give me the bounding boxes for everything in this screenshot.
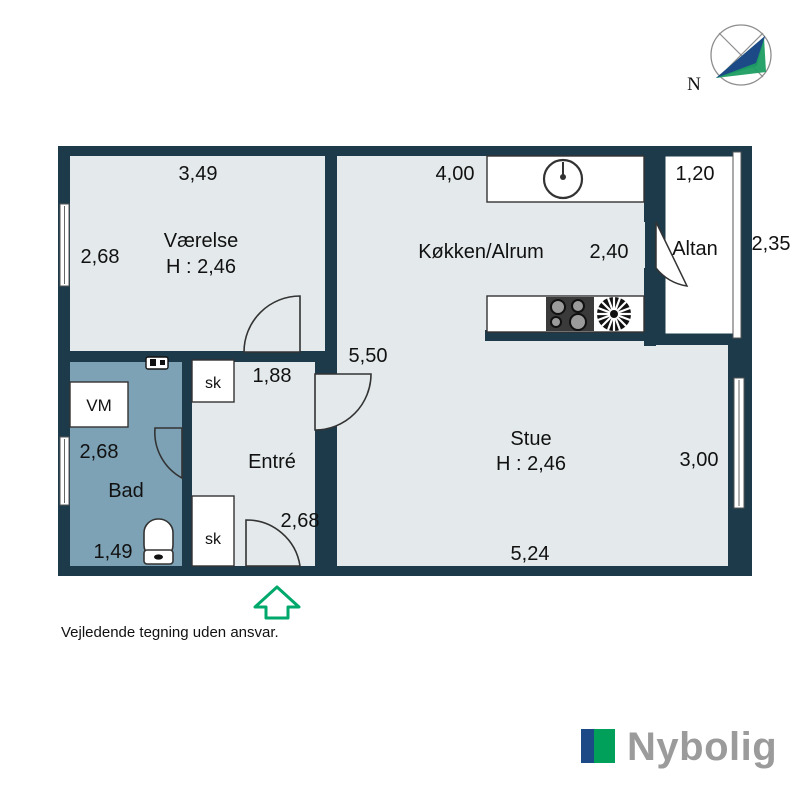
dim-vaerelse-left: 2,68 — [81, 246, 120, 268]
dim-entre-bottom: 2,68 — [281, 510, 320, 532]
dim-entre-top: 1,88 — [253, 365, 292, 387]
wall-kokken-altan-upper — [644, 146, 656, 222]
room-label-vaerelse: Værelse — [164, 230, 238, 252]
brand-swatch-blue — [581, 729, 594, 763]
dim-stue-right: 3,00 — [680, 449, 719, 471]
door-entrance — [245, 519, 301, 567]
room-label-stue: Stue — [510, 428, 551, 450]
sink-bowl — [542, 158, 584, 200]
toilet-icon — [143, 518, 174, 565]
dim-bad-bottom: 1,49 — [94, 541, 133, 563]
closet-upper[interactable] — [191, 359, 235, 403]
plan-text-labels: 3,49 2,68 Værelse H : 2,46 4,00 Køkken/A… — [80, 163, 791, 565]
dim-kokken-lower: 5,50 — [349, 345, 388, 367]
wall-kokken-altan-lower — [644, 268, 656, 346]
room-label-bad: Bad — [108, 480, 144, 502]
door-swings — [154, 221, 689, 567]
closet-lower[interactable] — [191, 495, 235, 567]
dim-vaerelse-top: 3,49 — [179, 163, 218, 185]
room-label-kokken: Køkken/Alrum — [418, 241, 544, 263]
closets: sk sk — [191, 359, 235, 567]
washing-machine-label: VM — [86, 396, 112, 415]
compass-rose: N — [687, 24, 772, 95]
wall-under-stove — [485, 330, 645, 341]
dim-altan-right: 2,35 — [752, 233, 791, 255]
brand-name: Nybolig — [627, 725, 777, 769]
windows — [59, 151, 745, 509]
dim-altan-top: 1,20 — [676, 163, 715, 185]
entrance-arrow-icon — [253, 585, 301, 620]
washbasin-detail-b — [160, 360, 165, 365]
washing-machine-icon — [69, 381, 129, 428]
stove-icon — [546, 297, 594, 331]
wall-vaerelse-kokken — [325, 146, 337, 351]
wall-altan-stue — [645, 334, 740, 345]
closet-upper-label: sk — [205, 375, 222, 392]
kitchen-fixtures — [486, 155, 645, 333]
sink-drain — [560, 174, 566, 180]
stove-burner-4 — [569, 313, 587, 331]
door-stue — [314, 373, 372, 431]
room-label-entre: Entré — [248, 451, 296, 473]
compass-needle-blue-top — [716, 36, 765, 78]
stove-burner-1 — [550, 299, 566, 315]
compass-ring — [710, 24, 772, 86]
sink-icon — [542, 158, 584, 200]
wall-entre-stue — [315, 420, 327, 576]
room-label-altan: Altan — [672, 238, 718, 260]
door-vaerelse — [243, 295, 301, 353]
brand-swatch-green — [594, 729, 615, 763]
dim-kokken-right: 2,40 — [590, 241, 629, 263]
room-height-vaerelse: H : 2,46 — [166, 256, 236, 278]
interior-walls — [58, 146, 740, 576]
dim-bad-left: 2,68 — [80, 441, 119, 463]
closet-lower-label: sk — [205, 531, 222, 548]
wall-entre-stue-stub — [315, 352, 327, 374]
compass-north-label: N — [687, 74, 701, 95]
door-bad — [154, 427, 183, 480]
extractor-fan-icon — [597, 297, 631, 331]
wall-vaerelse-entre — [58, 351, 337, 362]
wall-bad-entre — [182, 360, 192, 576]
fan-hub — [610, 310, 618, 318]
entrance-arrow-shape — [253, 585, 301, 620]
kitchen-counter-top — [486, 155, 645, 203]
dim-kokken-top: 4,00 — [436, 163, 475, 185]
washbasin-icon — [145, 356, 169, 370]
washbasin-detail-a — [150, 359, 156, 366]
dim-stue-bottom: 5,24 — [511, 543, 550, 565]
door-altan — [655, 221, 689, 287]
disclaimer-text: Vejledende tegning uden ansvar. — [61, 624, 279, 641]
toilet-flush — [154, 554, 163, 560]
stove-burner-3 — [550, 316, 562, 328]
room-fill-kokken-stue — [337, 156, 728, 566]
bathroom-fixtures: VM — [69, 356, 174, 565]
balcony-railing — [732, 151, 742, 339]
room-height-stue: H : 2,46 — [496, 453, 566, 475]
brand-logo: Nybolig — [581, 725, 777, 769]
stove-burner-2 — [571, 299, 585, 313]
room-fill-altan — [664, 155, 738, 335]
